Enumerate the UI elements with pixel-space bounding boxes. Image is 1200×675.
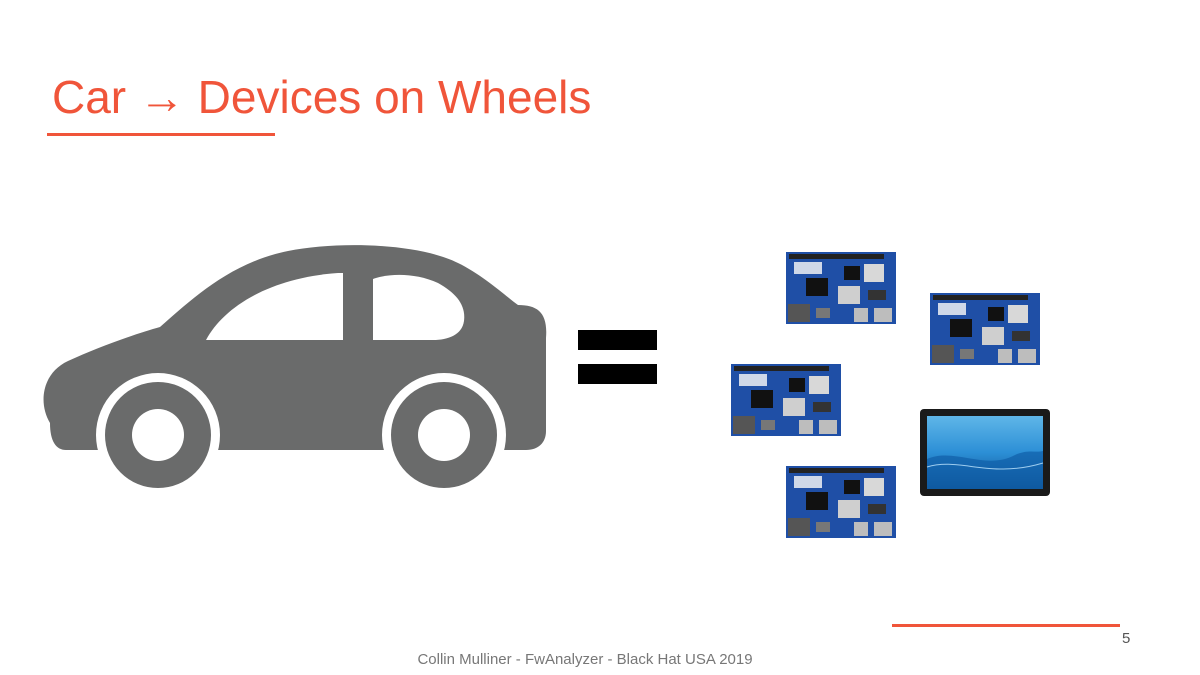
circuit-board-image: [786, 466, 896, 538]
car-icon: [43, 245, 547, 491]
circuit-board-image: [731, 364, 841, 436]
circuit-board-image: [786, 252, 896, 324]
slide-title: Car → Devices on Wheels: [52, 71, 592, 123]
circuit-board-image: [930, 293, 1040, 365]
tablet-image: [920, 409, 1050, 496]
equals-sign-bottom-bar: [578, 364, 657, 384]
title-underline: [47, 133, 275, 136]
footer-rule: [892, 624, 1120, 627]
equals-sign-top-bar: [578, 330, 657, 350]
slide-footer: Collin Mulliner - FwAnalyzer - Black Hat…: [417, 651, 753, 668]
page-number: 5: [1122, 630, 1131, 647]
